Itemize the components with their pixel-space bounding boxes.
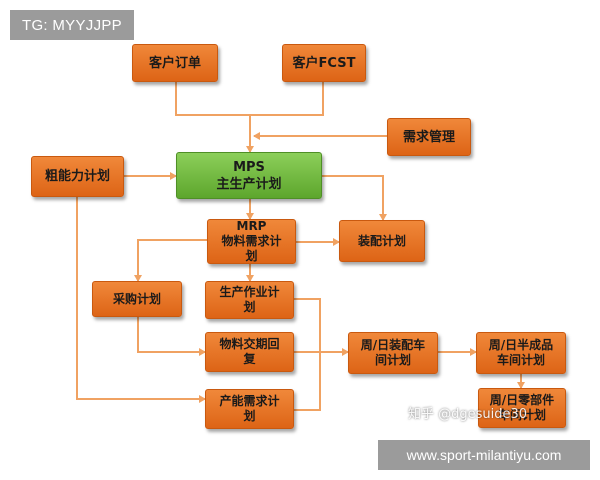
node-capacity-demand-plan: 产能需求计 划	[205, 389, 294, 429]
node-material-delivery-reply: 物料交期回 复	[205, 332, 294, 372]
node-weekly-semifinished-plan: 周/日半成品 车间计划	[476, 332, 566, 374]
node-purchase-plan: 采购计划	[92, 281, 182, 317]
arrow-order-to-mps	[175, 82, 250, 116]
arrow-mps-to-assembly	[322, 175, 387, 221]
node-mrp: MRP 物料需求计 划	[207, 219, 296, 264]
arrow-mrp-to-purchase	[134, 239, 207, 282]
node-weekly-parts-plan: 周/日零部件 车间计划	[478, 388, 566, 428]
arrow-production-to-weekly	[294, 298, 321, 411]
node-rough-capacity-plan: 粗能力计划	[31, 156, 124, 197]
node-production-plan: 生产作业计 划	[205, 281, 294, 319]
node-customer-fcst: 客户FCST	[282, 44, 366, 82]
node-weekly-assembly-plan: 周/日装配车 间计划	[348, 332, 438, 374]
tg-label: TG: MYYJJPP	[10, 10, 134, 40]
node-assembly-plan: 装配计划	[339, 220, 425, 262]
node-mps: MPS 主生产计划	[176, 152, 322, 199]
zhihu-watermark: 知乎 @dgesuide30	[408, 407, 528, 422]
node-demand-management: 需求管理	[387, 118, 471, 156]
arrow-fcst-to-mps	[246, 82, 324, 153]
url-label: www.sport-milantiyu.com	[378, 440, 590, 470]
node-customer-order: 客户订单	[132, 44, 218, 82]
arrow-purchase-to-reply	[137, 317, 206, 356]
arrow-rough-to-capacity	[76, 197, 206, 403]
